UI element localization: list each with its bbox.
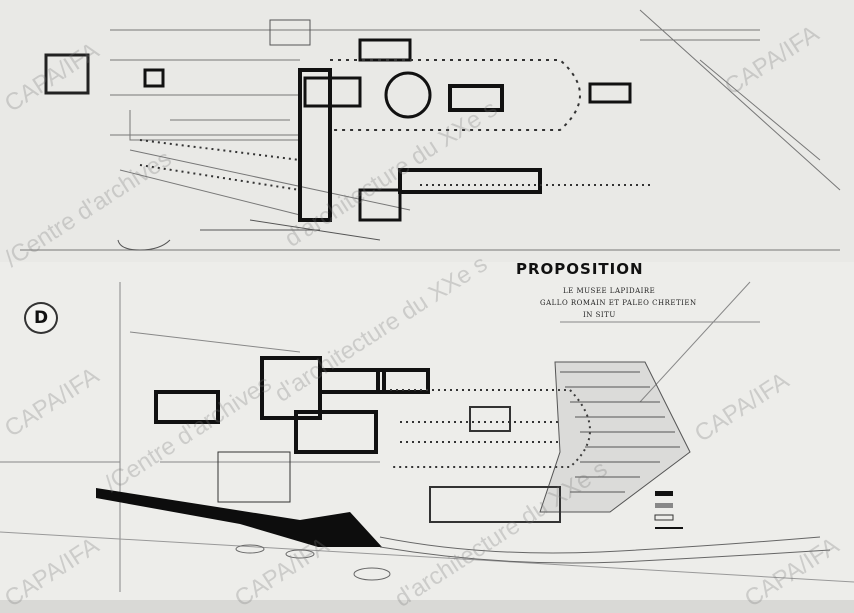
lower-site-plan xyxy=(0,281,854,592)
proposal-line-museum: LE MUSEE LAPIDAIRE xyxy=(563,287,656,295)
variant-badge: D xyxy=(24,302,58,334)
proposal-line-gallo-roman: GALLO ROMAIN ET PALEO CHRETIEN xyxy=(540,299,697,307)
upper-site-plan xyxy=(20,9,841,251)
lower-plan-sheet xyxy=(0,262,854,600)
upper-plan-sheet xyxy=(0,0,854,262)
proposal-title: PROPOSITION xyxy=(516,260,644,278)
proposal-line-in-situ: IN SITU xyxy=(583,311,616,319)
